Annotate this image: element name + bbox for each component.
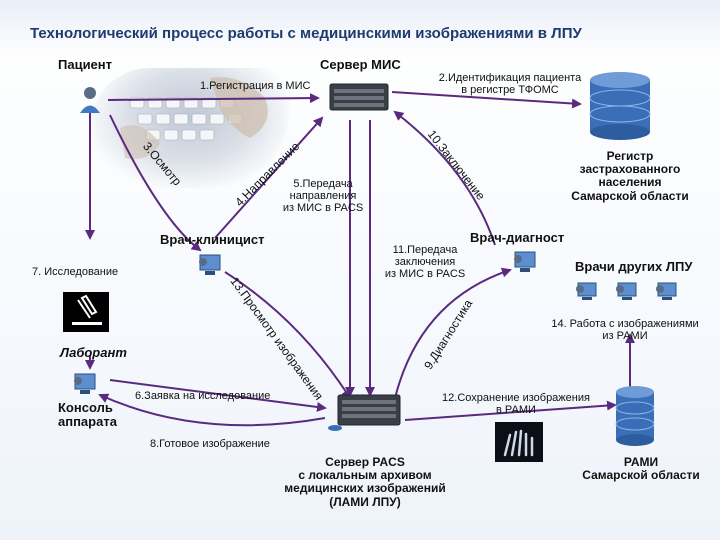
actor-rami: РАМИ Самарской области (582, 455, 700, 483)
workstation-icon (74, 373, 96, 394)
keyboard-photo (90, 68, 290, 188)
arrow-s13 (224, 271, 352, 400)
actor-mis-server: Сервер МИС (320, 57, 401, 72)
actor-other-doctors: Врачи других ЛПУ (575, 259, 693, 274)
arrow-s10 (393, 110, 496, 246)
workstation-icon (514, 251, 536, 272)
server-icon (329, 83, 389, 111)
server-icon (328, 394, 401, 431)
actor-clinician: Врач-клиницист (160, 232, 265, 247)
arrow-s2 (391, 91, 582, 109)
actor-console: Консоль аппарата (58, 400, 117, 430)
step-12-label: 12.Сохранение изображения в РАМИ (442, 392, 590, 417)
workstation-icon (576, 282, 597, 300)
title-banner (0, 0, 720, 62)
xray-image-icon (495, 422, 543, 462)
step-6-label: 6.Заявка на исследование (135, 390, 271, 402)
workstation-icon (616, 282, 637, 300)
actor-patient: Пациент (58, 57, 113, 72)
step-5-label: 5.Передача направления из МИС в PACS (282, 178, 364, 215)
step-2-label: 2.Идентификация пациента в регистре ТФОМ… (438, 72, 582, 97)
step-11-label: 11.Передача заключения из МИС в PACS (384, 244, 466, 281)
workstation-icon (656, 282, 677, 300)
actor-pacs-server: Сервер PACS с локальным архивом медицинс… (284, 455, 446, 509)
workstation-icon (199, 254, 221, 275)
step-14-label: 14. Работа с изображениями из РАМИ (551, 318, 699, 343)
arrow-s8 (98, 393, 326, 427)
arrow-s9 (394, 267, 512, 399)
arrow-s12 (404, 400, 617, 421)
step-7-label: 7. Исследование (32, 266, 119, 278)
arrow-s1 (107, 93, 320, 104)
step-8-label: 8.Готовое изображение (150, 438, 270, 450)
page-title: Технологический процесс работы с медицин… (30, 25, 582, 42)
step-1-label: 1.Регистрация в МИС (200, 80, 311, 92)
database-icon (589, 72, 651, 140)
actor-lab: Лаборант (60, 345, 127, 360)
user-icon (80, 87, 100, 113)
arrow-s4 (214, 116, 324, 239)
arrow-s3 (109, 114, 202, 252)
actor-registry: Регистр застрахованного населения Самарс… (571, 149, 689, 203)
arrow-s6 (109, 379, 327, 412)
actor-diagnostician: Врач-диагност (470, 230, 565, 245)
microscope-icon (63, 292, 109, 332)
database-icon (615, 386, 655, 446)
